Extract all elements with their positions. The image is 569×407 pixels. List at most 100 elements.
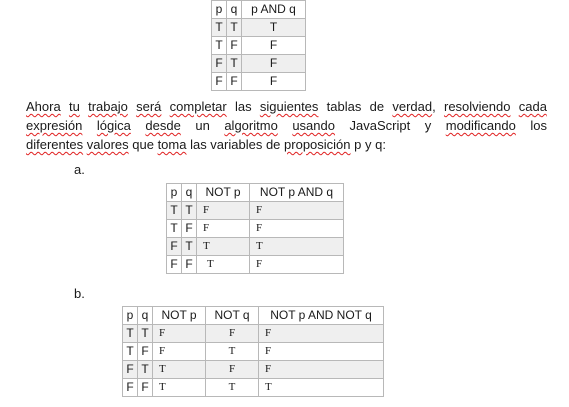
table-cell: T xyxy=(196,255,250,274)
table-cell: F xyxy=(211,72,227,91)
word xyxy=(128,99,136,114)
word: p y q: xyxy=(350,137,386,152)
header-cell: NOT q xyxy=(205,306,259,325)
word xyxy=(61,99,69,114)
table-row: F F F xyxy=(211,72,306,91)
table-row: T T T xyxy=(211,18,306,37)
word: tu xyxy=(68,99,80,114)
table-cell: F xyxy=(226,36,242,55)
table-cell: T xyxy=(137,360,153,379)
table-cell: F xyxy=(249,219,344,238)
header-cell: NOT p xyxy=(196,183,250,202)
table-cell: T xyxy=(166,219,182,238)
truth-table-p-and-q: p q p AND q T T T T F F F T F F F F xyxy=(211,0,306,91)
table-header-row: p q NOT p NOT p AND q xyxy=(166,183,344,202)
table-cell: F xyxy=(166,237,182,256)
word: completar xyxy=(169,99,227,114)
table-cell: F xyxy=(122,360,138,379)
table-row: T T F F F xyxy=(122,324,384,343)
table-row: F T F xyxy=(211,54,306,73)
table-cell: T xyxy=(258,378,384,397)
truth-table-a: p q NOT p NOT p AND q T T F F T F F F F … xyxy=(166,183,344,274)
table-row: T F F xyxy=(211,36,306,55)
header-cell: p xyxy=(166,183,182,202)
table-cell: F xyxy=(196,201,250,220)
table-cell: T xyxy=(196,237,250,256)
table-cell: T xyxy=(152,378,206,397)
table-cell: T xyxy=(211,18,227,37)
table-cell: T xyxy=(181,237,197,256)
table-cell: F xyxy=(166,255,182,274)
word: siguientes xyxy=(259,99,319,114)
table-cell: T xyxy=(137,324,153,343)
table-row: T T F F xyxy=(166,201,344,220)
table-cell: F xyxy=(249,201,344,220)
header-cell: q xyxy=(181,183,197,202)
word xyxy=(82,118,97,133)
word: las xyxy=(226,99,260,114)
table-cell: T xyxy=(122,324,138,343)
table-cell: F xyxy=(258,360,384,379)
item-label-a: a. xyxy=(74,162,85,177)
instruction-paragraph: Ahora tu trabajo será completar las sigu… xyxy=(26,97,547,154)
table-cell: F xyxy=(249,255,344,274)
table-cell: F xyxy=(181,219,197,238)
table-cell: F xyxy=(152,342,206,361)
word: proposición xyxy=(284,137,351,152)
word: resolviendo xyxy=(443,99,511,114)
table-cell: T xyxy=(241,18,306,37)
word: un xyxy=(180,118,225,133)
table-cell: F xyxy=(226,72,242,91)
table-cell: T xyxy=(205,378,259,397)
header-cell: p xyxy=(122,306,138,325)
table-header-row: p q NOT p NOT q NOT p AND NOT q xyxy=(122,306,384,325)
table-cell: T xyxy=(226,54,242,73)
table-cell: T xyxy=(181,201,197,220)
table-row: F T T F F xyxy=(122,360,384,379)
truth-table-b: p q NOT p NOT q NOT p AND NOT q T T F F … xyxy=(122,306,384,397)
word: las variables de xyxy=(186,137,285,152)
table-cell: F xyxy=(137,342,153,361)
table-cell: F xyxy=(258,342,384,361)
header-cell: p AND q xyxy=(241,0,306,19)
table-cell: F xyxy=(241,36,306,55)
table-cell: T xyxy=(226,18,242,37)
table-row: F F T F xyxy=(166,255,344,274)
table-cell: F xyxy=(122,378,138,397)
word: algoritmo xyxy=(224,118,278,133)
header-cell: NOT p AND q xyxy=(249,183,344,202)
table-cell: F xyxy=(205,324,259,343)
header-cell: q xyxy=(226,0,242,19)
table-cell: T xyxy=(211,36,227,55)
word: cada xyxy=(518,99,547,114)
word: expresión xyxy=(26,118,83,133)
word: lógica xyxy=(96,118,131,133)
table-cell: F xyxy=(196,219,250,238)
header-cell: q xyxy=(137,306,153,325)
table-cell: F xyxy=(205,360,259,379)
word xyxy=(80,99,88,114)
word: tablas de xyxy=(318,99,393,114)
word xyxy=(131,118,146,133)
header-cell: NOT p xyxy=(152,306,206,325)
table-cell: T xyxy=(166,201,182,220)
table-cell: F xyxy=(181,255,197,274)
word: desde xyxy=(145,118,181,133)
table-cell: F xyxy=(137,378,153,397)
table-cell: T xyxy=(152,360,206,379)
word: que xyxy=(128,137,158,152)
table-cell: T xyxy=(249,237,344,256)
word: JavaScript y xyxy=(334,118,446,133)
word: diferentes xyxy=(26,137,84,152)
paragraph-line-2: expresión lógica desde un algoritmo usan… xyxy=(26,116,547,135)
table-cell: F xyxy=(258,324,384,343)
table-row: T F F F xyxy=(166,219,344,238)
word: trabajo xyxy=(88,99,128,114)
word: los xyxy=(515,118,547,133)
item-label-b: b. xyxy=(74,286,85,301)
table-cell: T xyxy=(122,342,138,361)
header-cell: p xyxy=(211,0,227,19)
table-cell: F xyxy=(211,54,227,73)
word: Ahora xyxy=(26,99,61,114)
table-row: F T T T xyxy=(166,237,344,256)
